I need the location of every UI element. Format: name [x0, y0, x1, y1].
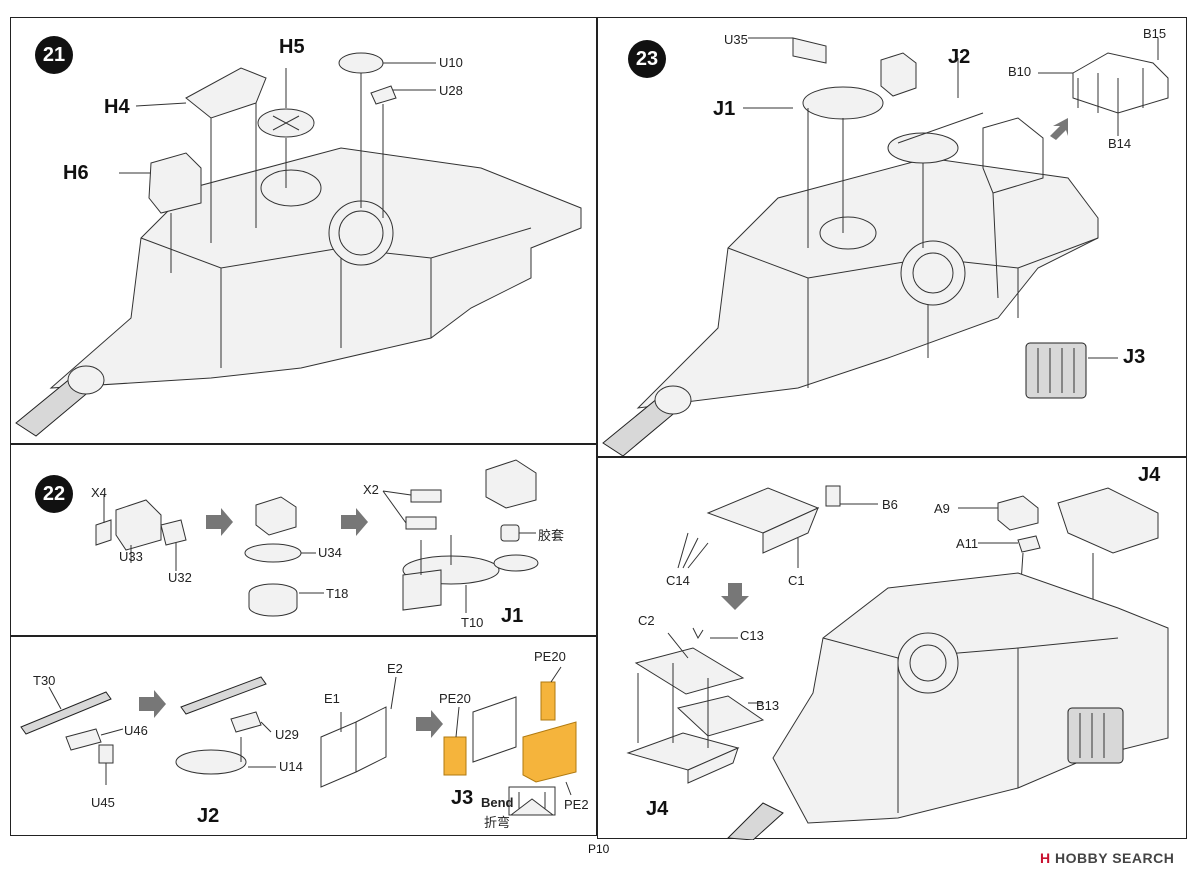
part-label-pe20-left: PE20 — [439, 691, 471, 706]
part-label-t10: T10 — [461, 615, 484, 630]
part-label-j1: J1 — [713, 98, 736, 120]
step-23-panel: 23 U35 J2 J1 B15 B10 B14 J3 — [597, 17, 1187, 457]
part-label-pe20-right: PE20 — [534, 649, 566, 664]
part-label-u35: U35 — [724, 32, 748, 47]
part-label-h5: H5 — [279, 36, 305, 58]
part-label-e2: E2 — [387, 661, 403, 676]
part-label-j4-top: J4 — [1138, 464, 1161, 486]
part-label-u14: U14 — [279, 759, 303, 774]
watermark: H HOBBY SEARCH — [1040, 850, 1174, 866]
part-label-a9: A9 — [934, 501, 950, 516]
bend-instruction-en: Bend — [481, 795, 514, 810]
part-label-a11: A11 — [956, 536, 979, 551]
part-label-j2: J2 — [197, 805, 220, 827]
j4-panel: B6 A9 A11 J4 C14 C1 C2 C13 B13 J4 — [597, 457, 1187, 840]
step-23-diagram — [602, 37, 1169, 457]
watermark-brand-mark: H — [1040, 850, 1051, 866]
part-label-c1: C1 — [788, 573, 805, 588]
part-label-b14: B14 — [1108, 136, 1132, 151]
part-label-u33: U33 — [119, 549, 143, 564]
part-label-u32: U32 — [168, 570, 192, 585]
part-label-b13: B13 — [756, 698, 780, 713]
step-21-diagram — [15, 52, 582, 437]
j4-diagram — [626, 485, 1169, 840]
part-label-c13: C13 — [740, 628, 764, 643]
part-label-b15: B15 — [1143, 26, 1167, 41]
part-label-h6: H6 — [63, 162, 89, 184]
part-label-j1: J1 — [501, 605, 524, 627]
part-label-j4-bottom: J4 — [646, 798, 669, 820]
j2-j3-diagram — [20, 666, 577, 816]
part-label-x2: X2 — [363, 482, 379, 497]
step-number-badge: 23 — [628, 40, 666, 78]
part-label-u10: U10 — [439, 55, 463, 70]
part-label-bushing: 胶套 — [538, 528, 565, 543]
part-label-pe2: PE2 — [564, 797, 589, 812]
part-label-u28: U28 — [439, 83, 463, 98]
page-number: P10 — [588, 842, 610, 856]
step-number-badge: 22 — [35, 475, 73, 513]
bend-instruction-cn: 折弯 — [484, 815, 511, 830]
part-label-u45: U45 — [91, 795, 115, 810]
part-label-c2: C2 — [638, 613, 655, 628]
j2-j3-panel: T30 U46 U45 U29 U14 J2 E1 E2 PE20 PE20 J… — [10, 636, 597, 836]
part-label-u34: U34 — [318, 545, 342, 560]
step-number-badge: 21 — [35, 36, 73, 74]
part-label-j2: J2 — [948, 46, 971, 68]
part-label-x4: X4 — [91, 485, 107, 500]
part-label-c14: C14 — [666, 573, 690, 588]
part-label-u46: U46 — [124, 723, 148, 738]
part-label-t30: T30 — [33, 673, 56, 688]
step-21-panel: 21 H5 H4 H6 U10 U28 — [10, 17, 597, 444]
part-label-t18: T18 — [326, 586, 349, 601]
part-label-b10: B10 — [1008, 64, 1032, 79]
part-label-e1: E1 — [324, 691, 340, 706]
part-label-u29: U29 — [275, 727, 299, 742]
watermark-text: HOBBY SEARCH — [1055, 850, 1175, 866]
part-label-j3: J3 — [1123, 346, 1146, 368]
part-label-j3: J3 — [451, 787, 474, 809]
part-label-h4: H4 — [104, 96, 130, 118]
part-label-b6: B6 — [882, 497, 898, 512]
step-22-panel: 22 X4 U33 U32 U34 T18 X2 胶套 T10 J1 — [10, 444, 597, 636]
step-22-diagram — [95, 459, 539, 617]
